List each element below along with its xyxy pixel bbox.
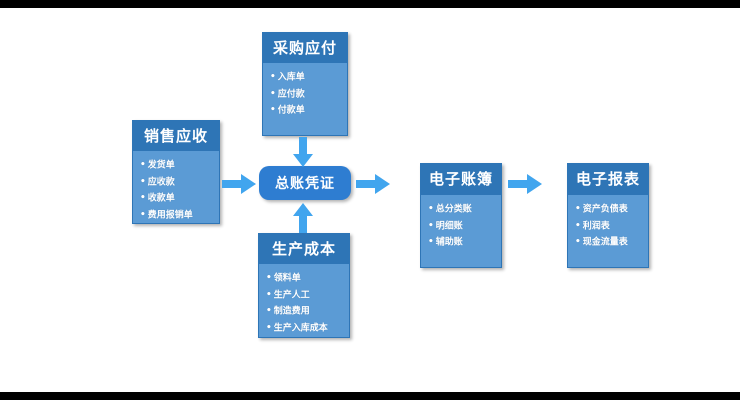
list-item: 收款单: [140, 190, 217, 207]
list-item: 生产人工: [266, 287, 347, 304]
node-ledger-items: 总分类账 明细账 辅助账: [421, 195, 501, 255]
list-item: 利润表: [575, 218, 646, 235]
list-item: 生产入库成本: [266, 320, 347, 337]
list-item: 费用报销单: [140, 207, 217, 224]
list-item: 领料单: [266, 270, 347, 287]
arrow-right-icon: [222, 174, 256, 194]
node-reports-title: 电子报表: [568, 164, 648, 195]
list-item: 辅助账: [428, 234, 499, 251]
node-ledger-title: 电子账簿: [421, 164, 501, 195]
arrow-right-icon: [356, 174, 390, 194]
list-item: 应收款: [140, 174, 217, 191]
list-item: 现金流量表: [575, 234, 646, 251]
diagram-stage: 销售应收 发货单 应收款 收款单 费用报销单 采购应付 入库单 应付款 付款单 …: [0, 8, 740, 392]
node-production-items: 领料单 生产人工 制造费用 生产入库成本: [259, 264, 349, 340]
node-electronic-reports[interactable]: 电子报表 资产负债表 利润表 现金流量表: [567, 163, 649, 268]
node-production-cost[interactable]: 生产成本 领料单 生产人工 制造费用 生产入库成本: [258, 233, 350, 338]
list-item: 入库单: [270, 69, 345, 86]
node-purchase-title: 采购应付: [263, 33, 347, 63]
list-item: 付款单: [270, 102, 345, 119]
node-sales-receivable[interactable]: 销售应收 发货单 应收款 收款单 费用报销单: [132, 120, 220, 224]
node-purchase-items: 入库单 应付款 付款单: [263, 63, 347, 123]
list-item: 应付款: [270, 86, 345, 103]
list-item: 总分类账: [428, 201, 499, 218]
arrow-up-icon: [293, 203, 313, 233]
node-sales-title: 销售应收: [133, 121, 219, 151]
node-hub-title: 总账凭证: [275, 176, 335, 192]
node-purchase-payable[interactable]: 采购应付 入库单 应付款 付款单: [262, 32, 348, 136]
node-production-title: 生产成本: [259, 234, 349, 264]
list-item: 发货单: [140, 157, 217, 174]
list-item: 明细账: [428, 218, 499, 235]
list-item: 资产负债表: [575, 201, 646, 218]
node-sales-items: 发货单 应收款 收款单 费用报销单: [133, 151, 219, 227]
list-item: 制造费用: [266, 303, 347, 320]
node-general-ledger-voucher[interactable]: 总账凭证: [259, 166, 351, 200]
node-reports-items: 资产负债表 利润表 现金流量表: [568, 195, 648, 255]
arrow-right-icon: [508, 174, 542, 194]
arrow-down-icon: [293, 137, 313, 167]
node-electronic-ledger[interactable]: 电子账簿 总分类账 明细账 辅助账: [420, 163, 502, 268]
